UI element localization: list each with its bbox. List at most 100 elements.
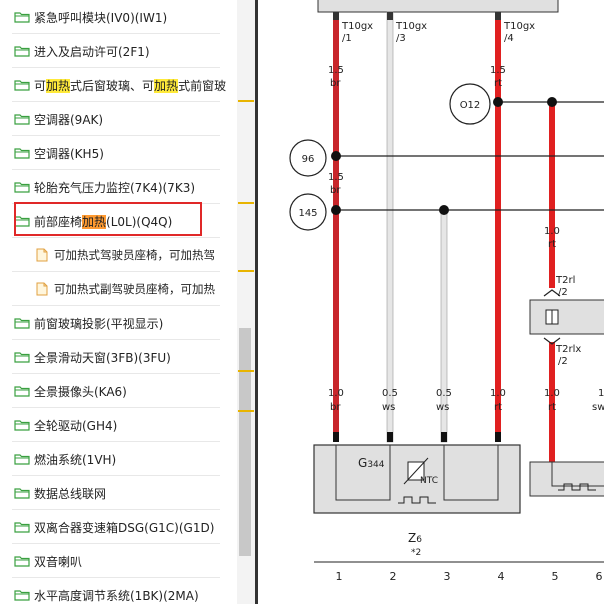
folder-icon	[14, 12, 30, 23]
label-text: 进入及启动许可(2F1)	[34, 44, 150, 59]
wire-color-label: rt	[548, 402, 556, 413]
tree-item-label: 空调器(KH5)	[34, 145, 104, 162]
label-text: 全轮驱动(GH4)	[34, 418, 118, 433]
search-hit-marker	[238, 100, 254, 102]
connector-pin-label: /2	[558, 356, 568, 367]
folder-icon	[14, 182, 30, 193]
search-highlight: 加热	[46, 78, 71, 93]
row-divider	[12, 543, 220, 544]
folder-icon	[14, 488, 30, 499]
tree-item-label: 数据总线联网	[34, 485, 106, 502]
row-divider	[12, 101, 220, 102]
row-divider	[12, 339, 220, 340]
folder-icon	[14, 318, 30, 329]
component-pin	[441, 432, 447, 442]
wire-col1-br	[333, 12, 339, 442]
folder-icon	[14, 556, 30, 567]
wire-color-label: rt	[548, 239, 556, 250]
tree-file-item[interactable]: 可加热式驾驶员座椅，可加热驾	[0, 238, 220, 272]
component-name: G344	[358, 456, 385, 470]
folder-icon	[14, 590, 30, 601]
tree-folder-item[interactable]: 数据总线联网	[0, 476, 220, 510]
tree-folder-item[interactable]: 空调器(KH5)	[0, 136, 220, 170]
row-divider	[12, 305, 220, 306]
label-text: 双音喇叭	[34, 554, 83, 569]
ref-circle-label: 145	[298, 208, 317, 219]
label-text: 可加热式驾驶员座椅，可加热驾	[54, 248, 215, 262]
wire-color-label: br	[330, 78, 341, 89]
label-text: 轮胎充气压力监控(7K4)(7K3)	[34, 180, 196, 195]
row-divider	[12, 509, 220, 510]
internal-trace	[335, 445, 391, 501]
label-text: 空调器(9AK)	[34, 112, 104, 127]
upper-component-box	[317, 0, 559, 13]
panel-splitter[interactable]	[255, 0, 258, 604]
wire-gauge-label: 1.0	[328, 388, 344, 399]
row-divider	[12, 373, 220, 374]
tree-folder-item[interactable]: 前部座椅加热(L0L)(Q4Q)	[0, 204, 220, 238]
search-highlight: 加热	[154, 78, 179, 93]
row-divider	[12, 169, 220, 170]
tree-item-label: 进入及启动许可(2F1)	[34, 43, 150, 60]
document-icon	[36, 282, 48, 296]
wire-color-label: rt	[494, 78, 502, 89]
row-divider	[12, 475, 220, 476]
tree-folder-item[interactable]: 双离合器变速箱DSG(G1C)(G1D)	[0, 510, 220, 544]
folder-icon	[14, 46, 30, 57]
tree-folder-item[interactable]: 进入及启动许可(2F1)	[0, 34, 220, 68]
tree-panel: 紧急呼叫模块(IV0)(IW1) 进入及启动许可(2F1) 可加热式后窗玻璃、可加热…	[0, 0, 237, 604]
tree-folder-item[interactable]: 全轮驱动(GH4)	[0, 408, 220, 442]
wire-gauge-label: 1.5	[328, 65, 344, 76]
connector-pin-label: /4	[504, 33, 514, 44]
connector-arrow	[543, 289, 561, 297]
wire-gauge-label: 1.0	[490, 388, 506, 399]
wire-color-label: ws	[382, 402, 395, 413]
wire-col4-rt	[495, 12, 501, 442]
tree-folder-item[interactable]: 双音喇叭	[0, 544, 220, 578]
ref-circle-145	[289, 193, 327, 231]
wire-color-label: sw	[592, 402, 604, 413]
label-text: 全景滑动天窗(3FB)(3FU)	[34, 350, 171, 365]
row-divider	[12, 441, 220, 442]
tree-folder-item[interactable]: 全景滑动天窗(3FB)(3FU)	[0, 340, 220, 374]
label-text: 双离合器变速箱DSG(G1C)(G1D)	[34, 520, 215, 535]
tree-item-label: 可加热式后窗玻璃、可加热式前窗玻	[34, 77, 226, 94]
tree-folder-item[interactable]: 燃油系统(1VH)	[0, 442, 220, 476]
row-divider	[12, 407, 220, 408]
folder-icon	[14, 114, 30, 125]
ground-label: Z6	[408, 531, 422, 545]
document-icon	[36, 248, 48, 262]
column-number: 5	[552, 570, 559, 583]
connector-pin-label: /1	[342, 33, 352, 44]
wire-col2-ws	[386, 11, 394, 443]
tree-item-label: 水平高度调节系统(1BK)(2MA)	[34, 587, 199, 604]
connector-arrow	[543, 337, 561, 345]
ref-circle-96	[289, 139, 327, 177]
tree-item-label: 轮胎充气压力监控(7K4)(7K3)	[34, 179, 195, 196]
tree-folder-item[interactable]: 水平高度调节系统(1BK)(2MA)	[0, 578, 220, 604]
column-number: 3	[444, 570, 451, 583]
wire-color-label: br	[330, 402, 341, 413]
label-text: 水平高度调节系统(1BK)(2MA)	[34, 588, 199, 603]
junction-dot	[331, 205, 341, 215]
search-hit-marker	[238, 270, 254, 272]
ref-circle-label: O12	[460, 100, 481, 111]
tree-folder-item[interactable]: 轮胎充气压力监控(7K4)(7K3)	[0, 170, 220, 204]
tree-folder-item[interactable]: 全景摄像头(KA6)	[0, 374, 220, 408]
connector-label: T10gx	[395, 21, 427, 32]
tree-folder-item[interactable]: 空调器(9AK)	[0, 102, 220, 136]
folder-icon	[14, 420, 30, 431]
tree-item-label: 全景滑动天窗(3FB)(3FU)	[34, 349, 171, 366]
label-text: 空调器(KH5)	[34, 146, 104, 161]
internal-trace	[443, 445, 499, 501]
tree-folder-item[interactable]: 可加热式后窗玻璃、可加热式前窗玻	[0, 68, 226, 102]
tree-file-item[interactable]: 可加热式副驾驶员座椅，可加热	[0, 272, 220, 306]
tree-folder-item[interactable]: 紧急呼叫模块(IV0)(IW1)	[0, 0, 220, 34]
component-pin	[387, 432, 393, 442]
label-text: 全景摄像头(KA6)	[34, 384, 127, 399]
ref-circle-label: 96	[302, 154, 315, 165]
tree-folder-item[interactable]: 前窗玻璃投影(平视显示)	[0, 306, 220, 340]
component-right-box	[529, 461, 604, 497]
scrollbar-thumb[interactable]	[239, 328, 251, 556]
wire-gauge-label: 1.0	[544, 226, 560, 237]
